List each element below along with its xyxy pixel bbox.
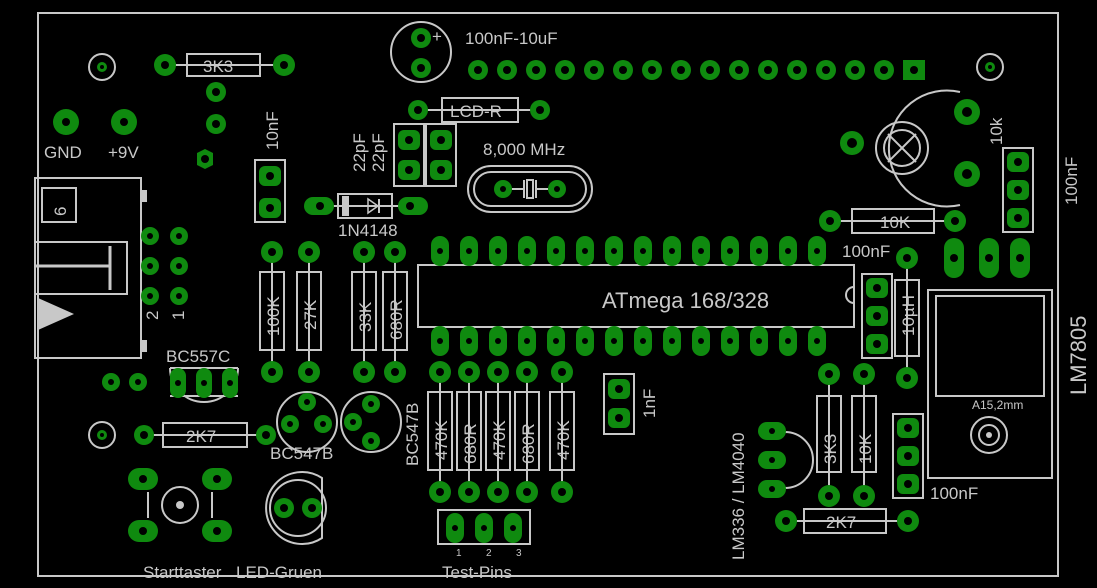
- r-3k3-v-label: 3K3: [821, 434, 840, 464]
- capacitor-100nf-side: 100nF: [1002, 147, 1081, 233]
- pot-label: 10k: [987, 117, 1006, 145]
- r-470k-3-label: 470K: [554, 420, 573, 460]
- r-10k-v-label: 10K: [856, 433, 875, 464]
- r-2k7-left-label: 2K7: [186, 427, 216, 446]
- resistor-lcd-r: LCD-R: [408, 97, 550, 123]
- capacitor-100nf-bottom: 100nF: [892, 413, 978, 503]
- connector-6pin: 6 2 1: [34, 177, 188, 359]
- c-22pf-a-label: 22pF: [350, 133, 369, 172]
- diode-label: 1N4148: [338, 221, 398, 240]
- resistor-680r-2: 680R: [514, 361, 540, 503]
- mounting-holes: [88, 53, 1004, 449]
- connector-label-2: 2: [143, 311, 162, 320]
- c-22pf-b-label: 22pF: [369, 133, 388, 172]
- test-pins: 1 2 3 Test-Pins: [437, 509, 531, 582]
- heatsink-label: A15,2mm: [972, 398, 1023, 412]
- c-100nf-side-label: 100nF: [1062, 157, 1081, 205]
- r-680r-1-label: 680R: [461, 423, 480, 464]
- test-pins-label: Test-Pins: [442, 563, 512, 582]
- pin-2-label: 2: [486, 548, 492, 559]
- led-label: LED-Gruen: [236, 563, 322, 582]
- r-680r-top-label: 680R: [387, 299, 406, 340]
- resistor-470k-3: 470K: [549, 361, 575, 503]
- r-470k-2-label: 470K: [490, 420, 509, 460]
- r-470k-1-label: 470K: [432, 420, 451, 460]
- regulator-label: LM7805: [1066, 315, 1091, 395]
- bc547-left-label: BC547B: [270, 444, 333, 463]
- resistor-3k3-vertical: 3K3: [816, 363, 842, 507]
- sensor-label: LM336 / LM4040: [729, 432, 748, 560]
- c-1nf-label: 1nF: [640, 389, 659, 418]
- inductor-10uh: 10µH: [894, 247, 920, 389]
- chip-atmega: ATmega 168/328: [417, 236, 855, 356]
- crystal-label: 8,000 MHz: [483, 140, 565, 159]
- resistor-470k-2: 470K: [485, 361, 511, 503]
- c-10nf-label: 10nF: [263, 111, 282, 150]
- diode-1n4148: 1N4148: [304, 193, 428, 240]
- chip-label: ATmega 168/328: [602, 288, 769, 313]
- transistor-bc547-left: BC547B: [270, 391, 338, 463]
- inductor-label: 10µH: [899, 295, 918, 336]
- resistor-2k7-bottom: 2K7: [775, 508, 919, 534]
- capacitors-22pf: 22pF 22pF: [350, 123, 457, 187]
- sensor-lm336: LM336 / LM4040: [729, 422, 814, 560]
- misc-pads: [197, 82, 226, 169]
- bc547-right-label: BC547B: [403, 403, 422, 466]
- gnd-label: GND: [44, 143, 82, 162]
- capacitor-100nf-mid: 100nF: [842, 242, 893, 359]
- r-2k7-bottom-label: 2K7: [826, 513, 856, 532]
- pin-1-label: 1: [456, 548, 462, 559]
- resistor-10k-vertical: 10K: [851, 363, 877, 507]
- connector-number: 6: [51, 207, 70, 216]
- power-input: GND +9V: [44, 109, 139, 162]
- start-button-label: Starttaster: [143, 563, 222, 582]
- vin-label: +9V: [108, 143, 139, 162]
- resistor-100k: 100K: [259, 241, 285, 383]
- start-button: Starttaster: [128, 468, 232, 582]
- resistor-2k7-left: 2K7: [134, 422, 276, 448]
- resistor-10k-horizontal: 10K: [819, 208, 966, 234]
- resistor-33k: 33K: [351, 241, 377, 383]
- regulator-lm7805: A15,2mm LM7805: [927, 238, 1091, 479]
- capacitor-1nf: 1nF: [603, 373, 659, 435]
- resistor-680r-1: 680R: [456, 361, 482, 503]
- c-100nf-mid-label: 100nF: [842, 242, 890, 261]
- capacitor-10nf: 10nF: [254, 111, 286, 223]
- transistor-bc557c: BC557C: [102, 347, 239, 403]
- lcd-header: [468, 60, 925, 80]
- r-680r-2-label: 680R: [519, 423, 538, 464]
- lcd-r-label: LCD-R: [450, 102, 502, 121]
- c-100nf-bottom-label: 100nF: [930, 484, 978, 503]
- bc557-label: BC557C: [166, 347, 230, 366]
- r-3k3-top-label: 3K3: [203, 57, 233, 76]
- resistor-680r-top: 680R: [382, 241, 408, 383]
- resistor-470k-1: 470K: [427, 361, 453, 503]
- pin-3-label: 3: [516, 548, 522, 559]
- connector-label-1: 1: [169, 311, 188, 320]
- r-100k-label: 100K: [264, 296, 283, 336]
- r-10k-h-label: 10K: [880, 213, 911, 232]
- potentiometer-10k: 10k: [840, 89, 1006, 208]
- r-33k-label: 33K: [356, 301, 375, 332]
- transistor-bc547-right: BC547B: [340, 391, 422, 466]
- c-100nf-10uf-label: 100nF-10uF: [465, 29, 558, 48]
- r-27k-label: 27K: [301, 299, 320, 330]
- resistor-3k3-top: 3K3: [154, 53, 295, 77]
- led-green: LED-Gruen: [236, 471, 327, 582]
- resistor-27k: 27K: [296, 241, 322, 383]
- svg-text:+: +: [432, 27, 442, 46]
- crystal-8mhz: 8,000 MHz: [467, 140, 593, 213]
- capacitor-100nf-10uf: + 100nF-10uF: [390, 21, 558, 83]
